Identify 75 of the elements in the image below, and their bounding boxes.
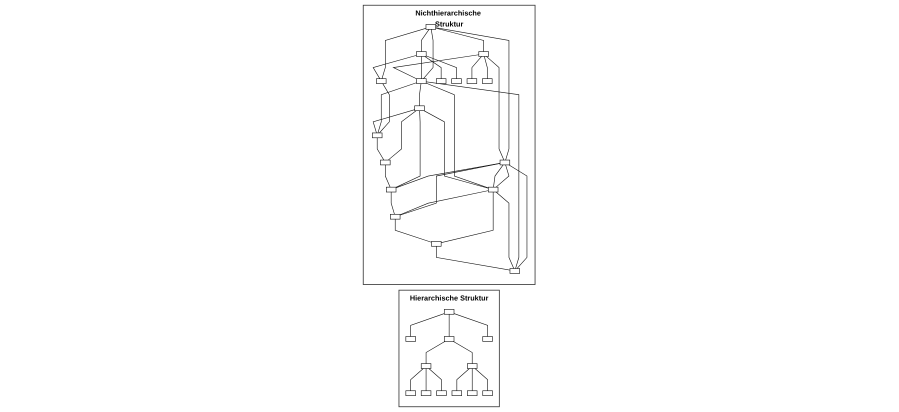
connector — [373, 55, 418, 79]
connector — [426, 56, 458, 79]
connector — [385, 164, 391, 188]
node-box — [482, 336, 494, 342]
connector — [441, 192, 494, 243]
connector — [453, 341, 473, 364]
connector — [392, 54, 480, 80]
connector — [396, 110, 421, 188]
node-box — [510, 268, 520, 274]
connector — [391, 192, 396, 215]
node-box — [478, 51, 490, 57]
node-box — [467, 390, 478, 396]
node-box — [426, 24, 436, 30]
connector — [382, 28, 427, 79]
connector — [410, 313, 445, 337]
connector — [486, 56, 504, 160]
connector — [379, 83, 390, 134]
node-box — [390, 214, 401, 220]
connector — [424, 110, 489, 189]
node-box — [436, 78, 447, 84]
node-box — [488, 186, 499, 192]
connector — [472, 56, 482, 79]
node-box — [372, 132, 383, 138]
connector — [420, 83, 422, 106]
connector — [423, 29, 434, 79]
connector — [424, 56, 442, 79]
node-box — [500, 160, 510, 166]
node-box — [421, 363, 432, 369]
connector — [410, 368, 424, 392]
node-box — [444, 336, 455, 342]
connector — [377, 137, 384, 160]
connector — [454, 313, 488, 337]
connector — [396, 163, 501, 188]
node-box — [376, 78, 387, 84]
node-box — [482, 78, 493, 84]
connector — [472, 368, 473, 392]
node-box — [414, 106, 425, 111]
connector — [388, 110, 417, 160]
node-box — [416, 51, 427, 57]
connector — [400, 190, 489, 216]
connector — [373, 109, 416, 134]
connector — [426, 368, 427, 392]
node-box — [436, 390, 447, 396]
node-box — [444, 309, 455, 315]
connector — [400, 163, 501, 216]
node-box — [452, 78, 462, 84]
node-box — [416, 78, 427, 84]
connector — [426, 82, 520, 269]
node-box — [452, 390, 462, 396]
node-box — [421, 390, 432, 396]
connector — [421, 29, 430, 52]
node-box — [380, 160, 391, 166]
connector — [395, 218, 432, 243]
node-box — [467, 78, 478, 84]
connector — [436, 246, 511, 270]
connector — [484, 56, 488, 79]
connector — [436, 27, 510, 160]
node-box — [482, 390, 494, 396]
connector — [494, 164, 504, 188]
connector — [449, 314, 450, 337]
connector — [426, 341, 446, 364]
node-box — [406, 336, 416, 342]
connector — [456, 368, 470, 392]
connector — [508, 164, 528, 269]
node-box — [467, 363, 478, 369]
node-box — [406, 390, 416, 396]
connector — [421, 56, 422, 79]
connector — [496, 192, 514, 269]
connector — [378, 82, 418, 134]
connector — [428, 368, 442, 392]
node-box — [386, 186, 397, 192]
node-box — [431, 241, 442, 247]
connector — [436, 28, 484, 52]
connector — [426, 82, 489, 188]
connector — [475, 368, 488, 392]
